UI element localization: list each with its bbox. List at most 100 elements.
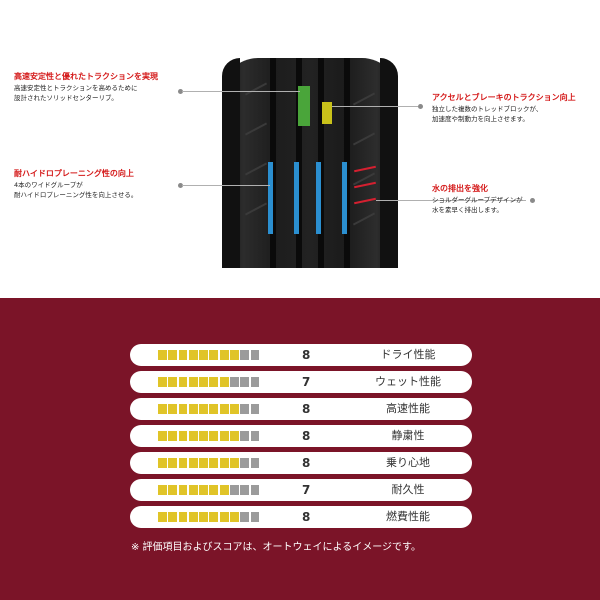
bar-segment-filled — [158, 431, 167, 441]
rating-score: 8 — [302, 348, 311, 362]
rating-bar — [158, 485, 261, 495]
bar-segment-filled — [158, 458, 167, 468]
bar-segment-filled — [219, 377, 229, 387]
bar-segment-filled — [199, 350, 209, 360]
bar-segment-filled — [199, 404, 209, 414]
rating-row: 7 耐久性 — [130, 479, 472, 501]
callout-title: アクセルとブレーキのトラクション向上 — [432, 93, 576, 102]
rating-label: ウェット性能 — [375, 375, 441, 388]
bar-segment-filled — [168, 377, 178, 387]
leader-line — [182, 185, 270, 186]
tread-groove — [296, 58, 302, 268]
groove-highlight — [316, 162, 321, 234]
leader-line — [332, 106, 418, 107]
bar-segment-filled — [168, 458, 178, 468]
rating-bar — [158, 350, 261, 360]
rating-label: 静粛性 — [391, 429, 425, 442]
bar-segment-empty — [240, 512, 250, 522]
center-rib-highlight — [298, 86, 310, 126]
bar-segment-filled — [178, 404, 188, 414]
bar-segment-filled — [188, 512, 198, 522]
bar-segment-filled — [229, 350, 239, 360]
rating-label: 乗り心地 — [386, 456, 430, 469]
bar-segment-filled — [199, 431, 209, 441]
bar-segment-filled — [229, 458, 239, 468]
bar-segment-filled — [178, 377, 188, 387]
rating-row: 8 高速性能 — [130, 398, 472, 420]
bar-segment-filled — [188, 350, 198, 360]
rating-label: 高速性能 — [386, 402, 430, 415]
bar-segment-empty — [250, 377, 260, 387]
bar-segment-filled — [209, 458, 219, 468]
callout-text: 設計されたソリッドセンターリブ。 — [14, 94, 118, 102]
bar-segment-filled — [178, 458, 188, 468]
leader-dot — [178, 183, 183, 188]
callout-traction: アクセルとブレーキのトラクション向上 独立した複数のトレッドブロックが、 加速度… — [432, 92, 576, 124]
bar-segment-empty — [250, 512, 260, 522]
bar-segment-empty — [250, 458, 260, 468]
rating-label: 耐久性 — [391, 483, 425, 496]
rating-bar — [158, 458, 261, 468]
rating-bar — [158, 404, 261, 414]
bar-segment-filled — [188, 404, 198, 414]
callout-text: 高速安定性とトラクションを高めるために — [14, 84, 138, 92]
tire-shoulder-right — [380, 58, 398, 268]
bar-segment-filled — [199, 485, 209, 495]
bar-segment-filled — [209, 512, 219, 522]
bar-segment-filled — [219, 458, 229, 468]
bar-segment-filled — [158, 485, 167, 495]
callout-text: ショルダーグループデザインが — [432, 196, 523, 204]
rating-row: 7 ウェット性能 — [130, 371, 472, 393]
bar-segment-filled — [229, 404, 239, 414]
callout-hydroplaning: 耐ハイドロプレーニング性の向上 4本のワイドグループが 耐ハイドロプレーニング性… — [14, 168, 137, 200]
bar-segment-filled — [219, 350, 229, 360]
bar-segment-filled — [209, 350, 219, 360]
rating-score: 7 — [302, 483, 311, 497]
bar-segment-filled — [168, 350, 178, 360]
bar-segment-filled — [158, 404, 167, 414]
disclaimer-note: ※ 評価項目およびスコアは、オートウェイによるイメージです。 — [131, 542, 422, 553]
bar-segment-filled — [188, 485, 198, 495]
groove-highlight — [268, 162, 273, 234]
rating-row: 8 静粛性 — [130, 425, 472, 447]
rating-score: 8 — [302, 510, 311, 524]
callout-title: 高速安定性と優れたトラクションを実現 — [14, 72, 158, 81]
rating-score: 8 — [302, 402, 311, 416]
bar-segment-empty — [250, 431, 260, 441]
rating-bar — [158, 377, 261, 387]
bar-segment-filled — [168, 431, 178, 441]
rating-bar — [158, 512, 261, 522]
bar-segment-filled — [219, 431, 229, 441]
bar-segment-empty — [250, 404, 260, 414]
tread-sipe — [244, 162, 268, 176]
rating-label: 燃費性能 — [386, 510, 430, 523]
bar-segment-filled — [178, 485, 188, 495]
bar-segment-filled — [209, 485, 219, 495]
rating-score: 7 — [302, 375, 311, 389]
callout-text: 4本のワイドグループが — [14, 181, 83, 189]
bar-segment-filled — [188, 431, 198, 441]
bar-segment-filled — [168, 404, 178, 414]
bar-segment-filled — [209, 431, 219, 441]
bar-segment-filled — [168, 485, 178, 495]
bar-segment-filled — [229, 512, 239, 522]
bar-segment-filled — [158, 512, 167, 522]
leader-line — [376, 200, 526, 201]
bar-segment-empty — [240, 458, 250, 468]
callout-title: 水の排出を強化 — [432, 184, 488, 193]
bar-segment-empty — [240, 404, 250, 414]
callout-drainage: 水の排出を強化 ショルダーグループデザインが 水を素早く排出します。 — [432, 183, 523, 215]
bar-segment-filled — [199, 377, 209, 387]
bar-segment-filled — [219, 404, 229, 414]
tread-groove — [270, 58, 276, 268]
rating-row: 8 乗り心地 — [130, 452, 472, 474]
bar-segment-filled — [219, 512, 229, 522]
bar-segment-filled — [168, 512, 178, 522]
callout-text: 水を素早く排出します。 — [432, 206, 503, 214]
bar-segment-filled — [158, 377, 167, 387]
feature-diagram: 高速安定性と優れたトラクションを実現 高速安定性とトラクションを高めるために 設… — [0, 0, 600, 298]
bar-segment-filled — [188, 458, 198, 468]
tread-block-highlight — [322, 102, 332, 124]
bar-segment-empty — [229, 485, 239, 495]
bar-segment-empty — [250, 350, 260, 360]
